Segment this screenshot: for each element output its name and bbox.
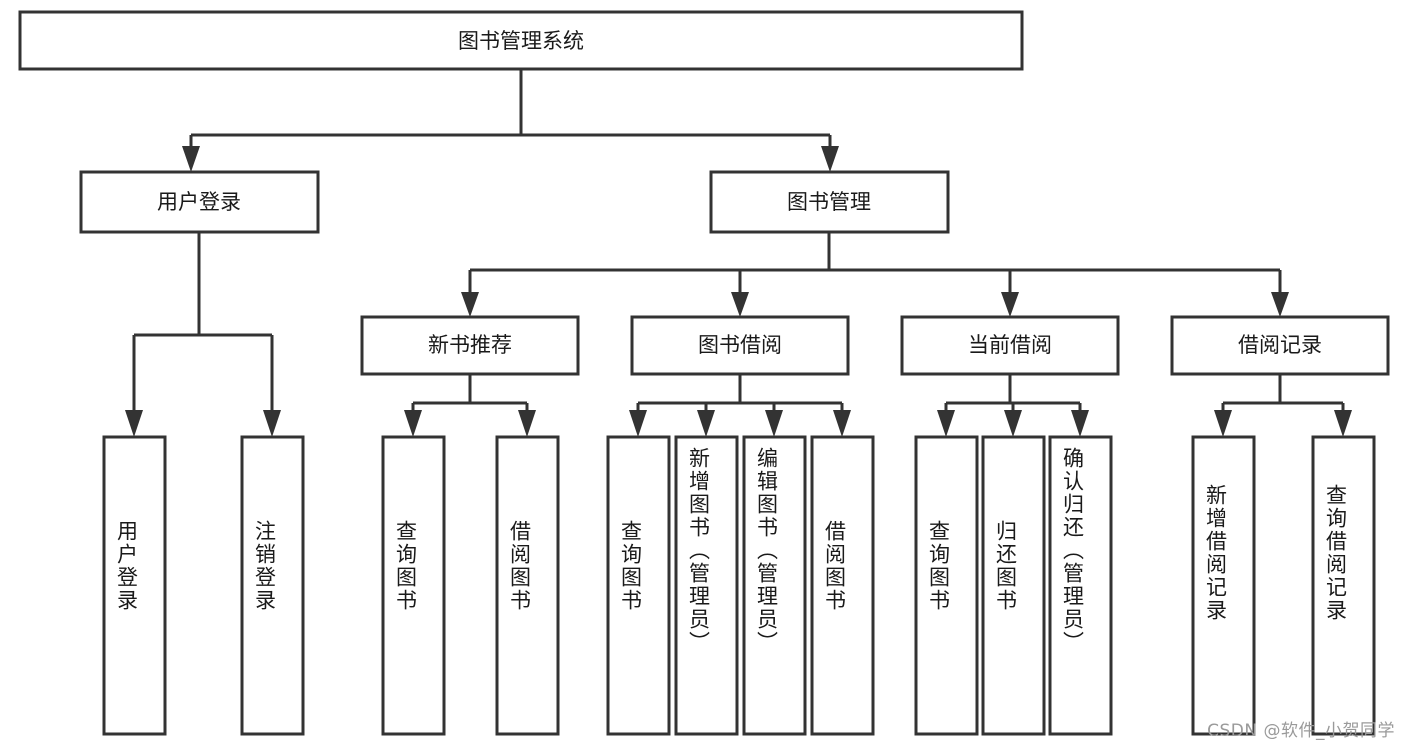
leaf-box-confirm-return[interactable] [1048, 435, 1113, 736]
node-new-book-recommend-box[interactable] [360, 315, 580, 376]
arrowhead-leaf-query-book-1-icon [404, 410, 422, 437]
node-user-login[interactable]: 用户登录 [79, 170, 320, 234]
node-current-borrow-label: 当前借阅 [968, 333, 1052, 357]
node-borrow-record-label: 借阅记录 [1238, 333, 1322, 357]
arrowhead-user-login-icon [182, 146, 200, 172]
watermark-text: CSDN @软件_小贺同学 [1207, 721, 1395, 741]
arrowhead-book-manage-icon [821, 146, 839, 172]
node-root-label: 图书管理系统 [458, 29, 584, 53]
node-new-book-recommend-label: 新书推荐 [428, 333, 512, 357]
leaf-box-borrow-book-2[interactable] [810, 435, 875, 736]
node-user-login-label: 用户登录 [157, 190, 241, 214]
arrowhead-leaf-query-record-icon [1334, 410, 1352, 437]
leaf-box-user-login[interactable] [102, 435, 167, 736]
arrowhead-new-book-recommend-icon [461, 292, 479, 317]
leaf-box-query-book-1[interactable] [381, 435, 446, 736]
node-book-borrow-box[interactable] [630, 315, 850, 376]
arrowhead-current-borrow-icon [1001, 292, 1019, 317]
arrowhead-leaf-logout-login-icon [263, 410, 281, 437]
leaf-box-query-book-2[interactable] [606, 435, 671, 736]
leaf-box-add-record[interactable] [1191, 435, 1256, 736]
node-book-borrow[interactable]: 图书借阅 [630, 315, 850, 376]
node-borrow-record[interactable]: 借阅记录 [1170, 315, 1390, 376]
node-current-borrow[interactable]: 当前借阅 [900, 315, 1120, 376]
arrowhead-leaf-return-book-icon [1004, 410, 1022, 437]
node-borrow-record-box[interactable] [1170, 315, 1390, 376]
arrowhead-leaf-user-login-icon [125, 410, 143, 437]
node-book-manage-label: 图书管理 [787, 190, 871, 214]
arrowhead-leaf-borrow-book-2-icon [833, 410, 851, 437]
arrowhead-leaf-add-record-icon [1214, 410, 1232, 437]
arrowhead-leaf-borrow-book-1-icon [518, 410, 536, 437]
node-root-box[interactable] [18, 10, 1024, 71]
node-current-borrow-box[interactable] [900, 315, 1120, 376]
leaf-box-return-book[interactable] [981, 435, 1046, 736]
node-book-manage[interactable]: 图书管理 [709, 170, 950, 234]
leaf-box-query-book-3[interactable] [914, 435, 979, 736]
leaf-box-query-record[interactable] [1311, 435, 1376, 736]
leaf-box-add-book[interactable] [674, 435, 739, 736]
node-new-book-recommend[interactable]: 新书推荐 [360, 315, 580, 376]
arrowhead-book-borrow-icon [731, 292, 749, 317]
leaf-box-edit-book[interactable] [742, 435, 807, 736]
arrowhead-leaf-add-book-icon [697, 410, 715, 437]
arrowhead-leaf-query-book-3-icon [937, 410, 955, 437]
node-book-borrow-label: 图书借阅 [698, 333, 782, 357]
node-root[interactable]: 图书管理系统 [18, 10, 1024, 71]
leaf-box-logout-login[interactable] [240, 435, 305, 736]
arrowhead-leaf-edit-book-icon [765, 410, 783, 437]
arrowhead-leaf-query-book-2-icon [629, 410, 647, 437]
arrowhead-leaf-confirm-return-icon [1071, 410, 1089, 437]
leaf-box-borrow-book-1[interactable] [495, 435, 560, 736]
node-book-manage-box[interactable] [709, 170, 950, 234]
arrowhead-borrow-record-icon [1271, 292, 1289, 317]
